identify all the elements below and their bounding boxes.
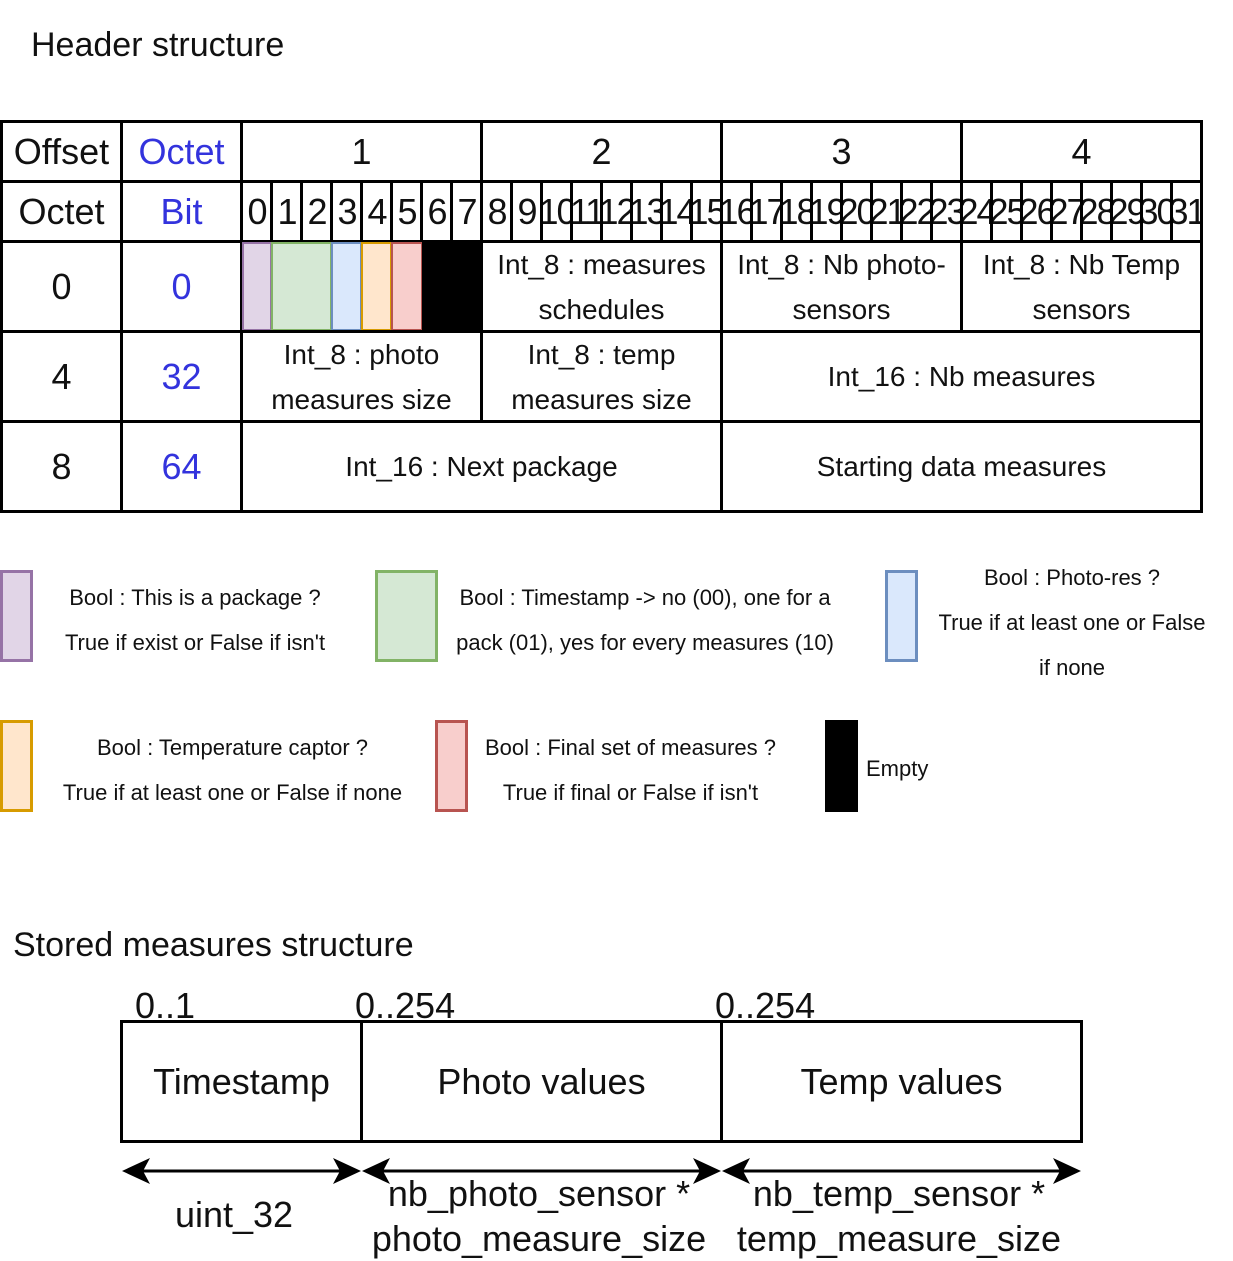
- bit-header-2: 2: [300, 180, 333, 243]
- corner-octet: Octet: [120, 120, 243, 183]
- bit-header-1: 1: [270, 180, 303, 243]
- octet-header-2: 2: [480, 120, 723, 183]
- corner-octet-label: Octet: [0, 180, 123, 243]
- legend-final-set: Bool : Final set of measures ? True if f…: [484, 735, 777, 805]
- bit-header-4: 4: [360, 180, 393, 243]
- bit-header-24: 24: [960, 180, 993, 243]
- stored-photo-values: Photo values: [360, 1020, 723, 1143]
- bit-header-5: 5: [390, 180, 423, 243]
- bit-header-7: 7: [450, 180, 483, 243]
- stored-timestamp: Timestamp: [120, 1020, 363, 1143]
- flag-final-set: [391, 242, 423, 331]
- bit-header-23: 23: [930, 180, 963, 243]
- bit-header-11: 11: [570, 180, 603, 243]
- range-timestamp: 0..1: [135, 985, 196, 1026]
- arrow-temp-size: [722, 1158, 1081, 1184]
- legend-temperature: Bool : Temperature captor ? True if at l…: [62, 735, 403, 805]
- arrow-timestamp-size: [122, 1158, 361, 1184]
- bit-header-0: 0: [240, 180, 273, 243]
- bit-header-13: 13: [630, 180, 663, 243]
- range-temp: 0..254: [715, 985, 816, 1026]
- field-nb-measures: Int_16 : Nb measures: [720, 330, 1203, 423]
- bit-header-29: 29: [1110, 180, 1143, 243]
- bit-header-12: 12: [600, 180, 633, 243]
- flag-temperature: [361, 242, 392, 331]
- legend-timestamp: Bool : Timestamp -> no (00), one for a p…: [456, 585, 834, 655]
- header-structure-title: Header structure: [31, 26, 285, 64]
- legend-swatch-blue: [885, 570, 918, 662]
- bit-header-17: 17: [750, 180, 783, 243]
- bit-header-20: 20: [840, 180, 873, 243]
- legend-swatch-green: [375, 570, 438, 662]
- range-photo: 0..254: [355, 985, 456, 1026]
- bit-header-9: 9: [510, 180, 543, 243]
- field-photo-measures-size: Int_8 : photo measures size: [240, 330, 483, 423]
- bit-header-31: 31: [1170, 180, 1203, 243]
- size-photo: nb_photo_sensor * photo_measure_size: [371, 1173, 707, 1259]
- legend-empty: Empty: [866, 756, 929, 781]
- stored-temp-values: Temp values: [720, 1020, 1083, 1143]
- bit-header-22: 22: [900, 180, 933, 243]
- octet-header-1: 1: [240, 120, 483, 183]
- stored-structure-title: Stored measures structure: [13, 926, 414, 964]
- row2-bit: 64: [120, 420, 243, 513]
- bit-header-16: 16: [720, 180, 753, 243]
- row0-octet: 0: [0, 240, 123, 333]
- field-next-package: Int_16 : Next package: [240, 420, 723, 513]
- row0-bit: 0: [120, 240, 243, 333]
- legend-package: Bool : This is a package ? True if exist…: [64, 585, 326, 655]
- bit-header-14: 14: [660, 180, 693, 243]
- legend-swatch-black: [825, 720, 858, 812]
- field-nb-photo-sensors: Int_8 : Nb photo-sensors: [720, 240, 963, 333]
- field-temp-measures-size: Int_8 : temp measures size: [480, 330, 723, 423]
- octet-header-4: 4: [960, 120, 1203, 183]
- legend-swatch-orange: [0, 720, 33, 812]
- bit-header-26: 26: [1020, 180, 1053, 243]
- flag-timestamp: [271, 242, 332, 331]
- bit-header-3: 3: [330, 180, 363, 243]
- legend: Bool : This is a package ? True if exist…: [0, 555, 1233, 825]
- field-starting-data-measures: Starting data measures: [720, 420, 1203, 513]
- bit-header-25: 25: [990, 180, 1023, 243]
- bit-header-19: 19: [810, 180, 843, 243]
- row1-bit: 32: [120, 330, 243, 423]
- bit-header-21: 21: [870, 180, 903, 243]
- arrow-photo-size: [362, 1158, 721, 1184]
- bit-header-15: 15: [690, 180, 723, 243]
- bit-header-28: 28: [1080, 180, 1113, 243]
- size-arrows: [122, 1158, 1081, 1184]
- legend-swatch-red: [435, 720, 468, 812]
- field-nb-temp-sensors: Int_8 : Nb Temp sensors: [960, 240, 1203, 333]
- bit-header-10: 10: [540, 180, 573, 243]
- corner-bit-label: Bit: [120, 180, 243, 243]
- row2-octet: 8: [0, 420, 123, 513]
- bit-header-30: 30: [1140, 180, 1173, 243]
- size-timestamp: uint_32: [174, 1194, 294, 1235]
- row1-octet: 4: [0, 330, 123, 423]
- legend-photo-res: Bool : Photo-res ? True if at least one …: [938, 565, 1206, 680]
- legend-swatch-purple: [0, 570, 33, 662]
- field-measures-schedules: Int_8 : measures schedules: [480, 240, 723, 333]
- bit-header-6: 6: [420, 180, 453, 243]
- bit-header-8: 8: [480, 180, 513, 243]
- flag-photo-res: [331, 242, 362, 331]
- size-temp: nb_temp_sensor * temp_measure_size: [736, 1173, 1062, 1259]
- octet-header-3: 3: [720, 120, 963, 183]
- bit-header-18: 18: [780, 180, 813, 243]
- bit-header-27: 27: [1050, 180, 1083, 243]
- flag-package: [242, 242, 272, 331]
- corner-offset: Offset: [0, 120, 123, 183]
- flag-empty: [422, 242, 481, 331]
